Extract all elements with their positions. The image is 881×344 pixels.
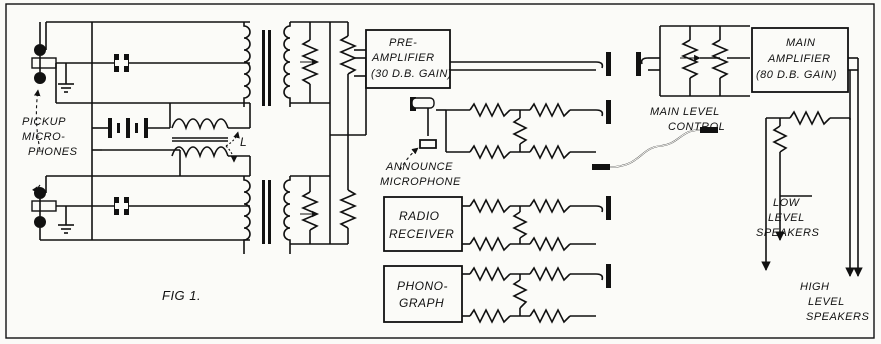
main-amp-label-1: MAIN [786,37,816,49]
low-level-label-1: LOW [773,197,801,209]
output-network [761,110,863,277]
pre-amp-label-2: AMPLIFIER [371,52,435,64]
pickup-arrow-down [31,184,41,194]
radio-label-2: RECEIVER [389,227,454,241]
pre-amp-label-1: PRE- [389,37,417,49]
mixer-upper [300,21,366,136]
lower-input-circuit [39,175,250,241]
announce-arrow [399,147,419,171]
main-amp-label-2: AMPLIFIER [767,53,831,65]
high-level-label-3: SPEAKERS [806,311,869,323]
phonograph-block [383,264,611,324]
low-level-label-2: LEVEL [768,212,805,224]
radio-label-1: RADIO [399,209,440,223]
pickup-label-2: MICRO- [22,131,65,143]
figure-caption: FIG 1. [162,288,201,303]
phono-label-2: GRAPH [399,296,444,310]
pickup-label-3: PHONES [28,146,78,158]
pickup-arrow-up [33,89,41,151]
pre-amplifier-block [354,29,611,89]
pickup-label-1: PICKUP [22,116,66,128]
radio-receiver-block [383,196,611,252]
announce-network [446,100,611,160]
battery-supply [91,22,181,240]
high-level-label-2: LEVEL [808,296,845,308]
choke-label: L [240,135,247,149]
main-level-label-2: CONTROL [668,121,725,133]
input-transformer-lower [243,175,310,254]
upper-input-circuit [39,21,250,104]
announce-label-1: ANNOUNCE [385,161,453,173]
mixer-lower [300,58,367,245]
patch-cord [592,127,718,170]
announce-label-2: MICROPHONE [380,176,461,188]
main-level-label-1: MAIN LEVEL [650,106,720,118]
high-level-label-1: HIGH [800,281,830,293]
main-amp-label-3: (80 D.B. GAIN) [756,69,837,81]
pickup-microphone-upper [31,44,57,84]
figure-border [5,3,875,339]
phono-label-1: PHONO- [397,279,448,293]
low-level-label-3: SPEAKERS [756,227,819,239]
input-transformer-upper [243,21,310,107]
pickup-microphone-lower [31,187,57,228]
main-amplifier-block [751,27,859,120]
pre-amp-label-3: (30 D.B. GAIN) [371,68,452,80]
choke-coils [171,103,251,176]
announce-microphone [410,97,447,152]
main-level-control [636,25,750,97]
